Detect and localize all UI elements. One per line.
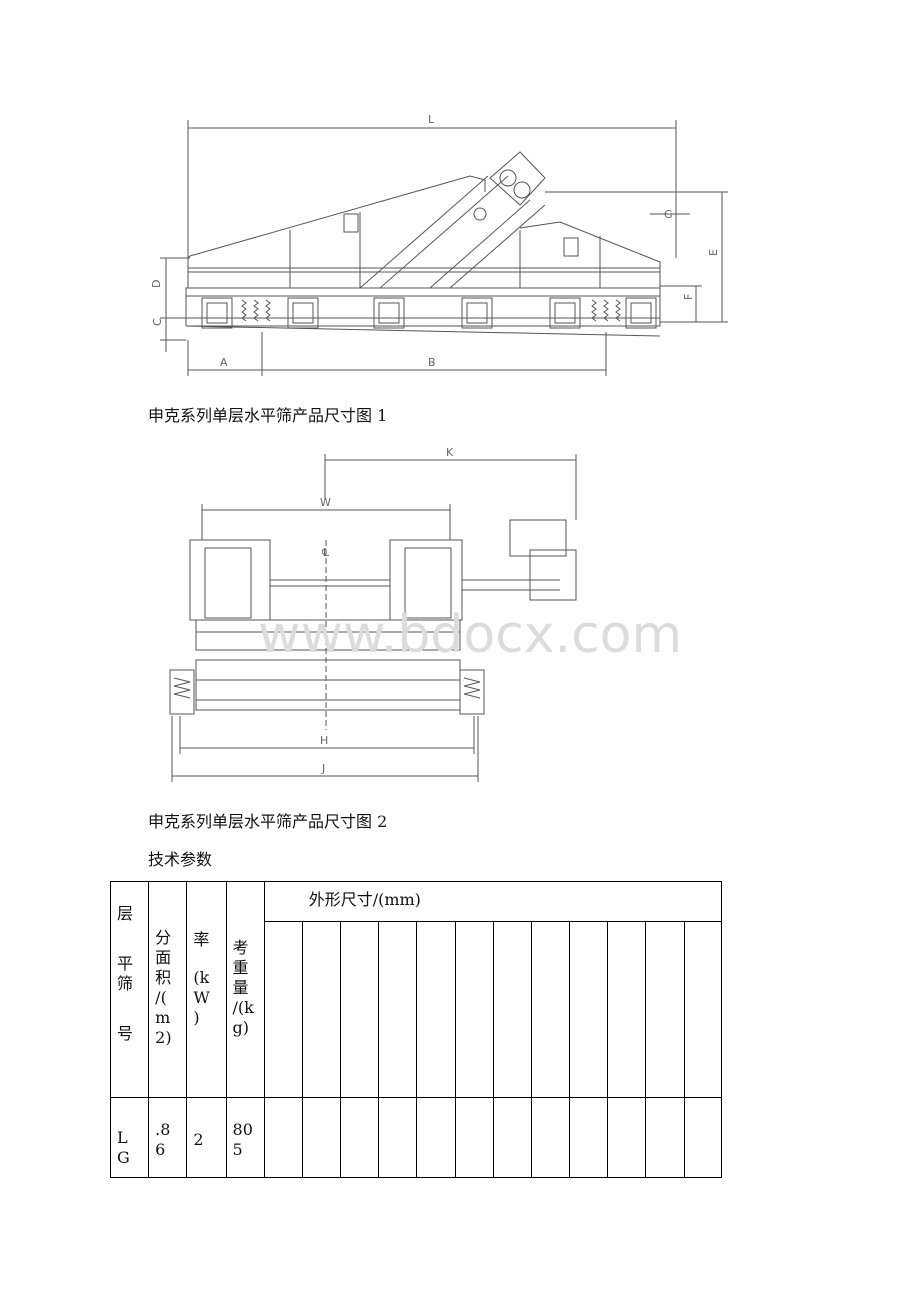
section-title: 技术参数 [148, 850, 213, 869]
figure2-caption: 申克系列单层水平筛产品尺寸图 2 [148, 812, 388, 831]
dim-label-B: B [428, 356, 436, 369]
dim-label-A: A [220, 356, 228, 369]
header-model: 层 平 筛 号 [109, 881, 150, 1098]
dim-label-H: H [320, 734, 328, 747]
dim-label-D: D [150, 280, 163, 288]
dim-label-E: E [707, 249, 720, 256]
table-header-row-2 [111, 921, 723, 1098]
figure1-dimension-labels: L A B C D E F G [150, 113, 720, 369]
header-weight: 考 重 量 /(k g) [225, 881, 265, 1098]
table-header-row-1: 层 平 筛 号 分 面 积 /( m 2) 率 (k W ) [109, 881, 723, 1098]
header-power: 率 (k W ) [186, 881, 227, 1098]
cell-model: L G [109, 1097, 150, 1178]
table-row: L G .8 6 2 80 5 [109, 1097, 723, 1178]
dim-label-K: K [446, 446, 454, 459]
dim-label-W: W [320, 496, 331, 509]
dim-label-G: G [664, 208, 673, 221]
dimension-drawing-2: www.bdocx.com K W H J ℄ [169, 446, 682, 782]
dim-label-C: C [151, 318, 164, 326]
watermark: www.bdocx.com [258, 605, 682, 665]
dim-label-F: F [682, 294, 695, 300]
centerline-mark: ℄ [321, 546, 329, 559]
dimension-drawing-1: L A B C D E F G [150, 113, 728, 376]
header-area: 分 面 积 /( m 2) [148, 881, 188, 1098]
cell-weight: 80 5 [225, 1097, 265, 1178]
figure2-dimension-labels: K W H J ℄ [320, 446, 454, 775]
cell-power: 2 [186, 1097, 227, 1178]
header-outline-dimensions: 外形尺寸/(mm) [263, 881, 723, 922]
cell-area: .8 6 [148, 1097, 188, 1178]
dim-label-J: J [321, 762, 325, 775]
figure1-caption: 申克系列单层水平筛产品尺寸图 1 [148, 406, 388, 425]
dim-label-L: L [428, 113, 435, 126]
parameter-table: 层 平 筛 号 分 面 积 /( m 2) 率 (k W ) [109, 881, 723, 1178]
